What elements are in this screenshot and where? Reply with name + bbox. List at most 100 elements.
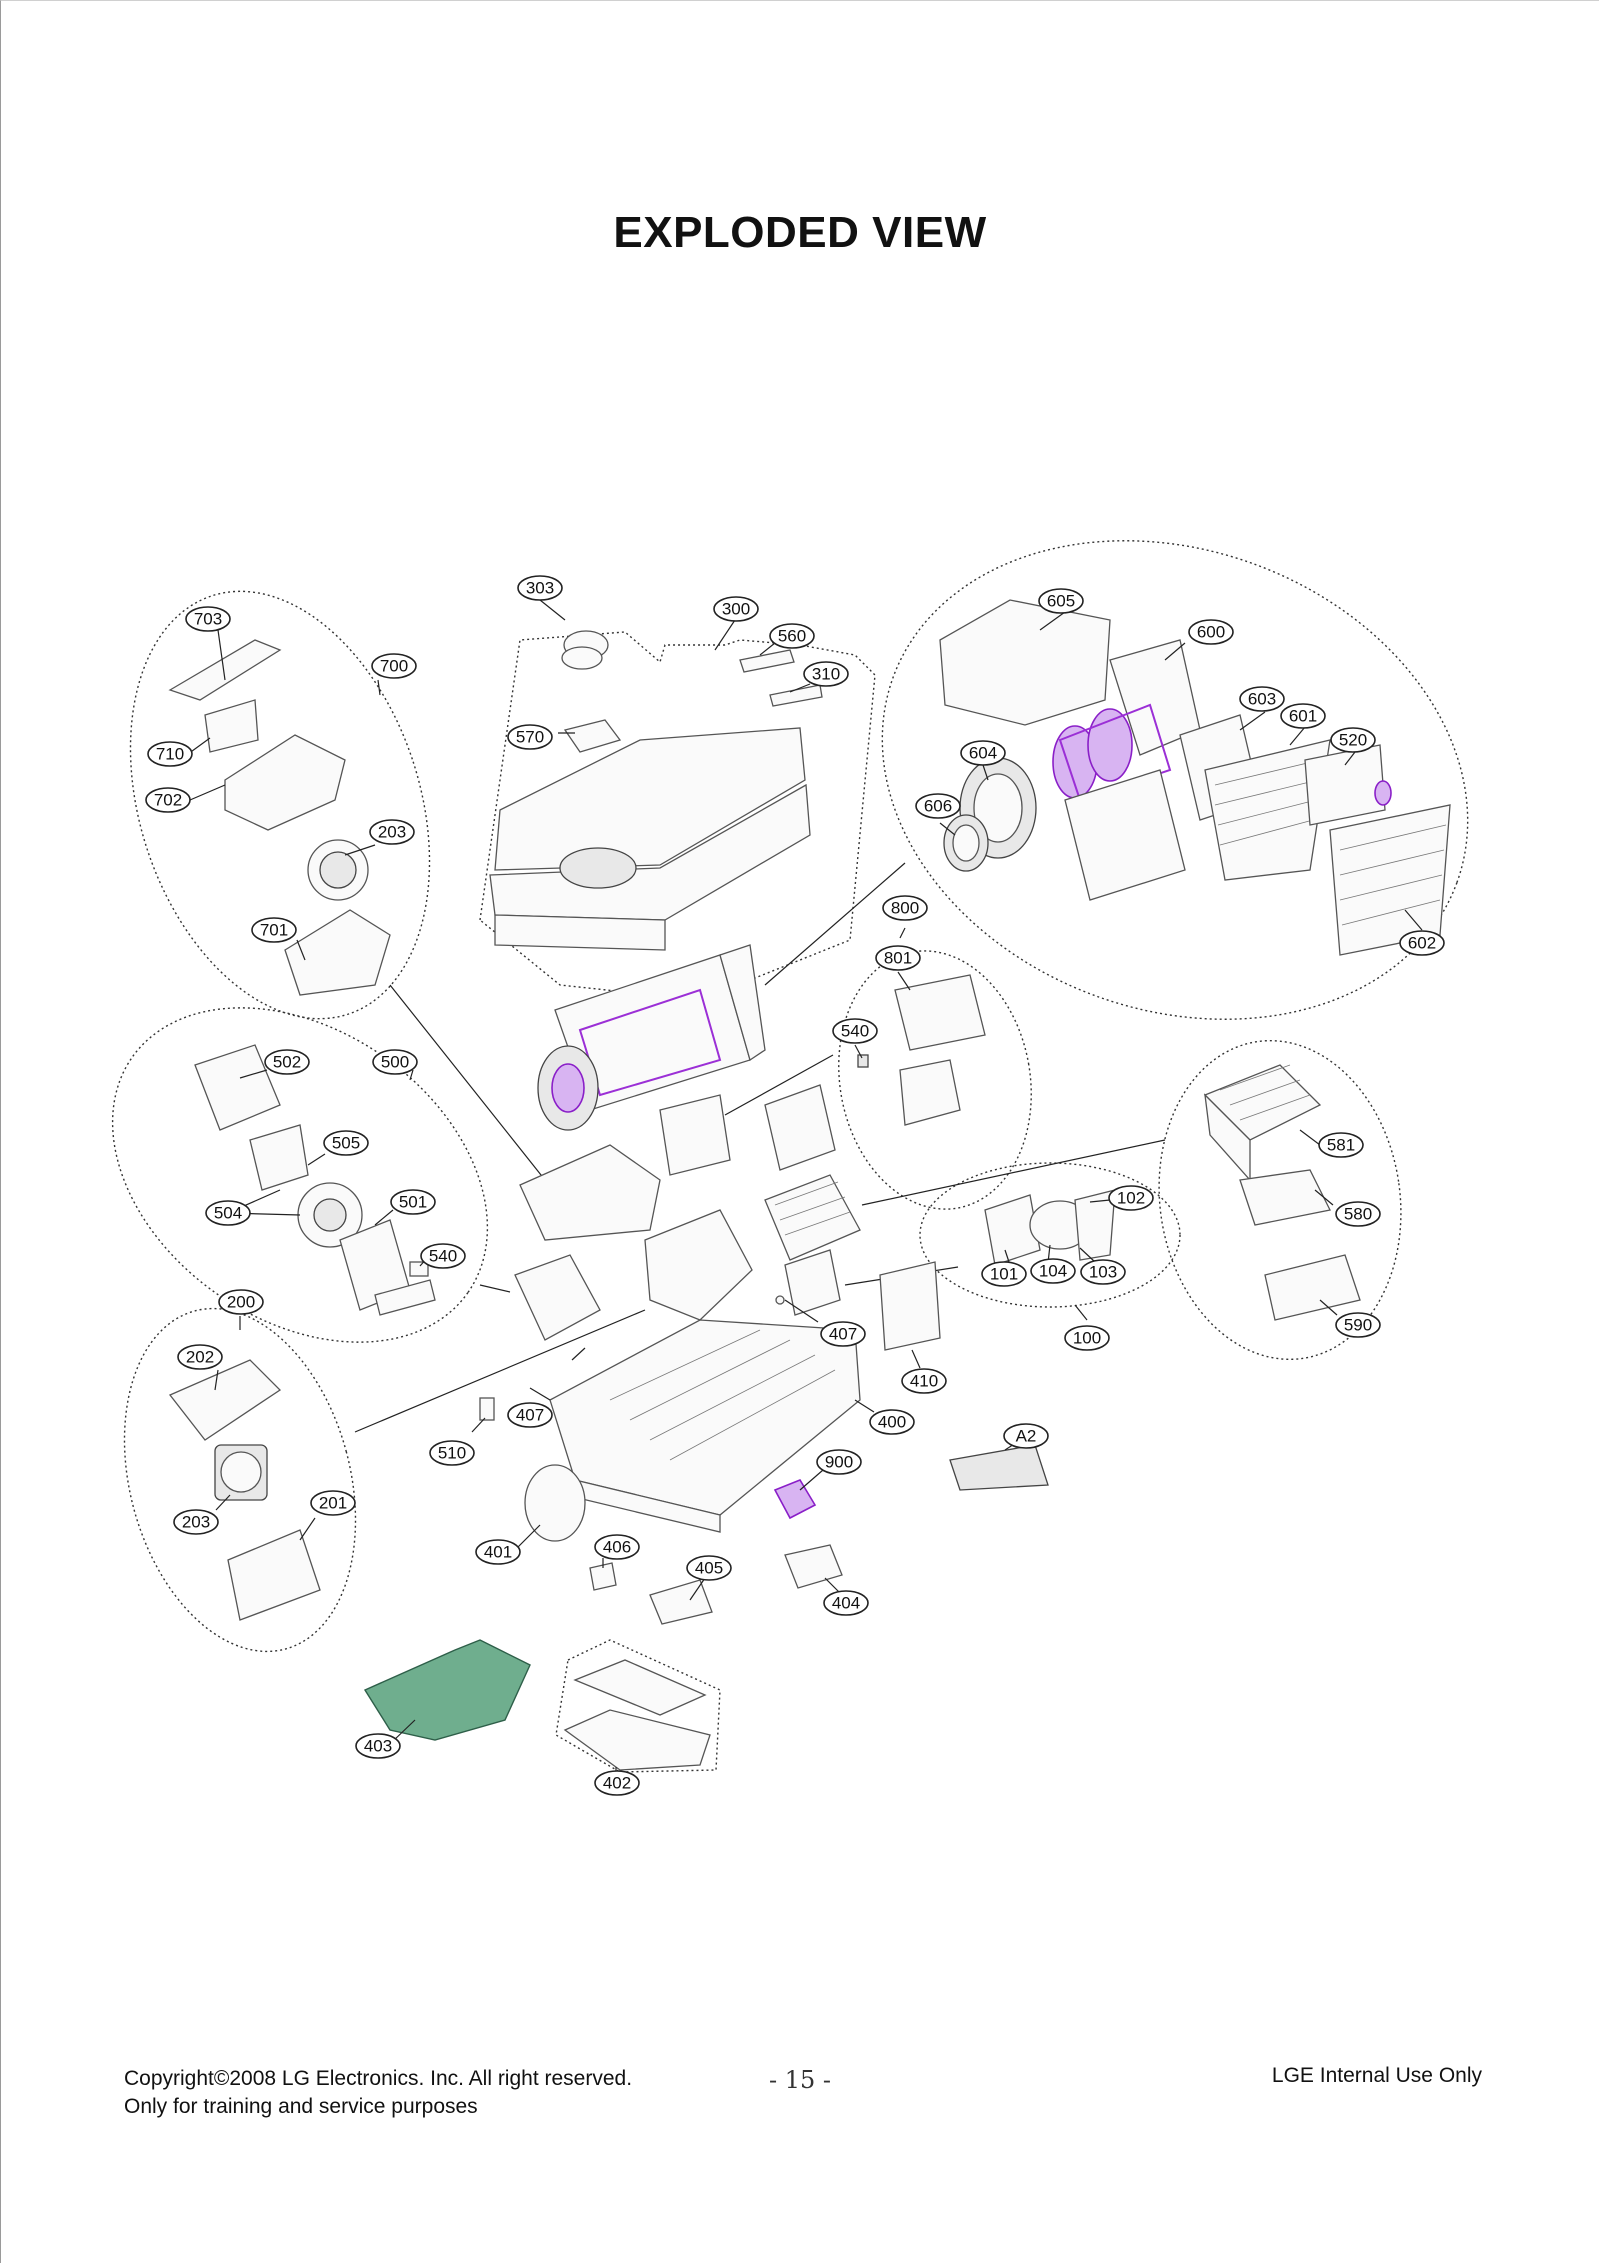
svg-text:A2: A2 <box>1016 1427 1037 1446</box>
callout-606: 606 <box>915 793 961 819</box>
svg-text:570: 570 <box>516 728 544 747</box>
group-800-parts <box>857 974 986 1126</box>
group-200-outline <box>123 1307 357 1653</box>
copyright-text: Copyright©2008 LG Electronics. Inc. All … <box>124 2067 633 2090</box>
svg-text:600: 600 <box>1197 623 1225 642</box>
svg-text:604: 604 <box>969 744 997 763</box>
callout-A2: A2 <box>1003 1423 1049 1449</box>
callout-505: 505 <box>323 1130 369 1156</box>
callout-101: 101 <box>981 1261 1027 1287</box>
callout-100: 100 <box>1064 1325 1110 1351</box>
svg-text:303: 303 <box>526 579 554 598</box>
svg-text:203: 203 <box>182 1513 210 1532</box>
svg-text:703: 703 <box>194 610 222 629</box>
group-700-parts <box>168 639 391 996</box>
callout-310: 310 <box>803 661 849 687</box>
svg-text:102: 102 <box>1117 1189 1145 1208</box>
group-700-outline <box>129 590 431 1020</box>
callout-700: 700 <box>371 653 417 679</box>
callout-560: 560 <box>769 623 815 649</box>
svg-text:504: 504 <box>214 1204 242 1223</box>
svg-text:700: 700 <box>380 657 408 676</box>
group-500-parts <box>194 1044 436 1316</box>
base-chassis <box>549 1319 861 1533</box>
callout-300: 300 <box>713 596 759 622</box>
callout-203-bottom: 203 <box>173 1509 219 1535</box>
callout-400: 400 <box>869 1409 915 1435</box>
svg-text:310: 310 <box>812 665 840 684</box>
svg-text:403: 403 <box>364 1737 392 1756</box>
callout-604: 604 <box>960 740 1006 766</box>
callout-500: 500 <box>372 1049 418 1075</box>
svg-text:701: 701 <box>260 921 288 940</box>
callout-leaders <box>187 599 1423 1775</box>
callout-590: 590 <box>1335 1312 1381 1338</box>
callout-501: 501 <box>390 1189 436 1215</box>
svg-text:203: 203 <box>378 823 406 842</box>
svg-text:405: 405 <box>695 1559 723 1578</box>
callout-bubbles: 703 700 710 702 203 701 303 300 560 310 … <box>145 575 1445 1796</box>
callout-510: 510 <box>429 1440 475 1466</box>
callout-602: 602 <box>1399 930 1445 956</box>
callout-407-left: 407 <box>507 1402 553 1428</box>
svg-text:200: 200 <box>227 1293 255 1312</box>
callout-104: 104 <box>1030 1258 1076 1284</box>
group-100-outline <box>919 1162 1181 1308</box>
svg-text:520: 520 <box>1339 731 1367 750</box>
group-300-outline <box>479 631 876 1001</box>
svg-text:103: 103 <box>1089 1263 1117 1282</box>
svg-text:800: 800 <box>891 899 919 918</box>
callout-504: 504 <box>205 1200 251 1226</box>
svg-text:101: 101 <box>990 1265 1018 1284</box>
svg-text:201: 201 <box>319 1494 347 1513</box>
svg-text:406: 406 <box>603 1538 631 1557</box>
callout-103: 103 <box>1080 1259 1126 1285</box>
group-580-outline <box>1158 1039 1402 1361</box>
group-800-outline <box>838 950 1032 1210</box>
callout-200: 200 <box>218 1289 264 1315</box>
callout-710: 710 <box>147 741 193 767</box>
callout-540-mid: 540 <box>420 1243 466 1269</box>
callout-703: 703 <box>185 606 231 632</box>
callout-570: 570 <box>507 724 553 750</box>
group-300-parts <box>489 630 823 951</box>
svg-text:502: 502 <box>273 1053 301 1072</box>
group-200-parts <box>168 1359 321 1621</box>
callout-102: 102 <box>1108 1185 1154 1211</box>
svg-text:400: 400 <box>878 1413 906 1432</box>
purpose-text: Only for training and service purposes <box>124 2095 478 2118</box>
callout-404: 404 <box>823 1590 869 1616</box>
svg-text:601: 601 <box>1289 707 1317 726</box>
callout-410: 410 <box>901 1368 947 1394</box>
callout-407-right: 407 <box>820 1321 866 1347</box>
callout-603: 603 <box>1239 686 1285 712</box>
svg-text:402: 402 <box>603 1774 631 1793</box>
callout-402: 402 <box>594 1770 640 1796</box>
svg-text:702: 702 <box>154 791 182 810</box>
group-402-outline <box>555 1639 721 1773</box>
light-engine-assembly <box>537 944 766 1131</box>
svg-text:900: 900 <box>825 1453 853 1472</box>
group-600-parts <box>939 599 1451 956</box>
page-title: EXPLODED VIEW <box>613 208 987 257</box>
page-number: - 15 - <box>768 2066 831 2094</box>
svg-text:560: 560 <box>778 627 806 646</box>
callout-502: 502 <box>264 1049 310 1075</box>
callout-801: 801 <box>875 945 921 971</box>
callout-201: 201 <box>310 1490 356 1516</box>
svg-text:500: 500 <box>381 1053 409 1072</box>
group-100-parts <box>984 1189 1116 1266</box>
svg-text:710: 710 <box>156 745 184 764</box>
svg-text:581: 581 <box>1327 1136 1355 1155</box>
svg-text:410: 410 <box>910 1372 938 1391</box>
group-580-parts <box>1203 1064 1361 1321</box>
svg-text:104: 104 <box>1039 1262 1067 1281</box>
callout-403: 403 <box>355 1733 401 1759</box>
svg-text:603: 603 <box>1248 690 1276 709</box>
callout-520: 520 <box>1330 727 1376 753</box>
callout-601: 601 <box>1280 703 1326 729</box>
callout-540-top: 540 <box>832 1018 878 1044</box>
svg-text:590: 590 <box>1344 1316 1372 1335</box>
